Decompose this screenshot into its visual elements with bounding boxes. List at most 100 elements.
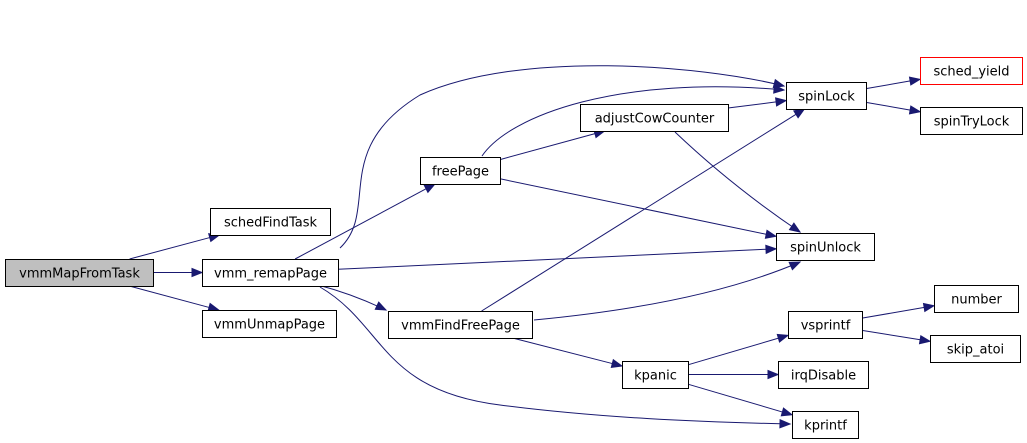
edge-line	[533, 261, 801, 321]
edge-vsprintf-to-number	[861, 302, 936, 319]
node-box	[202, 310, 337, 338]
arrowhead-icon	[191, 267, 204, 278]
edge-line	[512, 337, 614, 365]
node-adjustCowCounter[interactable]: adjustCowCounter	[580, 104, 729, 132]
arrowhead-icon	[779, 419, 792, 429]
edge-vmmFindFreePage-to-kpanic	[512, 337, 624, 368]
node-spinTryLock[interactable]: spinTryLock	[920, 107, 1023, 135]
node-box	[930, 335, 1021, 363]
edge-kpanic-to-kprintf	[687, 383, 794, 417]
edge-freePage-to-adjustCowCounter	[499, 129, 606, 161]
node-kpanic[interactable]: kpanic	[622, 361, 689, 389]
arrowhead-icon	[423, 183, 437, 194]
node-box	[920, 57, 1023, 85]
node-box	[776, 233, 875, 261]
edge-line	[865, 101, 912, 111]
edge-line	[481, 86, 785, 157]
node-label: sched_yield	[933, 65, 1009, 80]
node-vmmMapFromTask[interactable]: vmmMapFromTask	[5, 259, 154, 287]
node-box	[5, 259, 154, 287]
node-label: spinLock	[798, 90, 855, 105]
arrowhead-icon	[918, 334, 932, 345]
edge-line	[861, 306, 926, 319]
node-freePage[interactable]: freePage	[420, 157, 501, 185]
node-label: skip_atoi	[947, 343, 1004, 358]
edge-vmmMapFromTask-to-vmmUnmapPage	[129, 285, 220, 312]
nodes-layer: vmmMapFromTask schedFindTask vmm_remapPage…	[5, 57, 1023, 439]
edge-line	[317, 284, 387, 311]
node-label: spinTryLock	[934, 115, 1010, 130]
node-label: vmmUnmapPage	[214, 318, 325, 333]
node-label: vmmFindFreePage	[401, 319, 520, 334]
edge-vmmFindFreePage-to-spinLock	[481, 108, 806, 312]
edge-freePage-to-spinLock	[481, 84, 786, 157]
node-sched_yield[interactable]: sched_yield	[920, 57, 1023, 85]
arrowhead-icon	[792, 108, 806, 119]
arrowhead-icon	[908, 105, 922, 115]
edge-line	[481, 113, 798, 312]
node-label: number	[951, 293, 1002, 308]
edge-vsprintf-to-skip_atoi	[861, 329, 932, 345]
node-label: schedFindTask	[224, 216, 318, 231]
arrowhead-icon	[765, 244, 778, 255]
node-label: irqDisable	[791, 369, 856, 384]
node-vmm_remapPage[interactable]: vmm_remapPage	[202, 259, 339, 287]
node-label: freePage	[432, 165, 489, 180]
edge-line	[861, 329, 922, 341]
arrowhead-icon	[922, 302, 936, 313]
edge-line	[727, 101, 778, 109]
node-box	[788, 311, 863, 339]
arrowhead-icon	[773, 84, 786, 94]
node-box	[786, 82, 867, 110]
edge-line	[674, 131, 801, 233]
node-schedFindTask[interactable]: schedFindTask	[210, 208, 331, 236]
edge-spinLock-to-sched_yield	[865, 76, 922, 90]
node-irqDisable[interactable]: irqDisable	[778, 361, 869, 389]
node-label: adjustCowCounter	[595, 112, 715, 127]
node-box	[388, 311, 533, 339]
edge-line	[865, 80, 912, 90]
node-box	[934, 285, 1019, 313]
node-spinLock[interactable]: spinLock	[786, 82, 867, 110]
edge-line	[129, 236, 211, 260]
arrowhead-icon	[767, 369, 780, 380]
edge-line	[337, 248, 768, 270]
arrowhead-icon	[776, 333, 790, 343]
node-box	[210, 208, 331, 236]
arrowhead-icon	[775, 97, 788, 107]
arrowhead-icon	[764, 229, 778, 239]
node-vmmFindFreePage[interactable]: vmmFindFreePage	[388, 311, 533, 339]
node-box	[792, 411, 859, 439]
node-number[interactable]: number	[934, 285, 1019, 313]
node-label: vmm_remapPage	[214, 267, 327, 282]
edge-vmm_remapPage-to-spinLock	[339, 65, 786, 249]
edge-vmmFindFreePage-to-spinUnlock	[533, 261, 802, 321]
node-vmmUnmapPage[interactable]: vmmUnmapPage	[202, 310, 337, 338]
node-box	[920, 107, 1023, 135]
edge-vmm_remapPage-to-kprintf	[319, 286, 792, 429]
arrowhead-icon	[908, 76, 922, 86]
edge-adjustCowCounter-to-spinUnlock	[674, 131, 802, 233]
edge-line	[339, 65, 785, 249]
edge-vmmMapFromTask-to-vmm_remapPage	[153, 267, 204, 278]
edge-adjustCowCounter-to-spinLock	[727, 97, 788, 109]
node-kprintf[interactable]: kprintf	[792, 411, 859, 439]
node-label: spinUnlock	[790, 241, 861, 256]
node-skip_atoi[interactable]: skip_atoi	[930, 335, 1021, 363]
arrowhead-icon	[610, 358, 624, 368]
node-label: vmmMapFromTask	[19, 267, 140, 282]
node-vsprintf[interactable]: vsprintf	[788, 311, 863, 339]
arrowhead-icon	[780, 407, 794, 417]
edge-freePage-to-spinUnlock	[499, 178, 778, 239]
edge-line	[319, 286, 791, 425]
node-label: vsprintf	[801, 319, 851, 334]
edge-vmm_remapPage-to-vmmFindFreePage	[317, 284, 388, 311]
edge-line	[294, 187, 428, 260]
node-box	[420, 157, 501, 185]
node-box	[778, 361, 869, 389]
edges-layer	[129, 65, 936, 429]
node-box	[622, 361, 689, 389]
edge-line	[129, 285, 211, 309]
node-spinUnlock[interactable]: spinUnlock	[776, 233, 875, 261]
